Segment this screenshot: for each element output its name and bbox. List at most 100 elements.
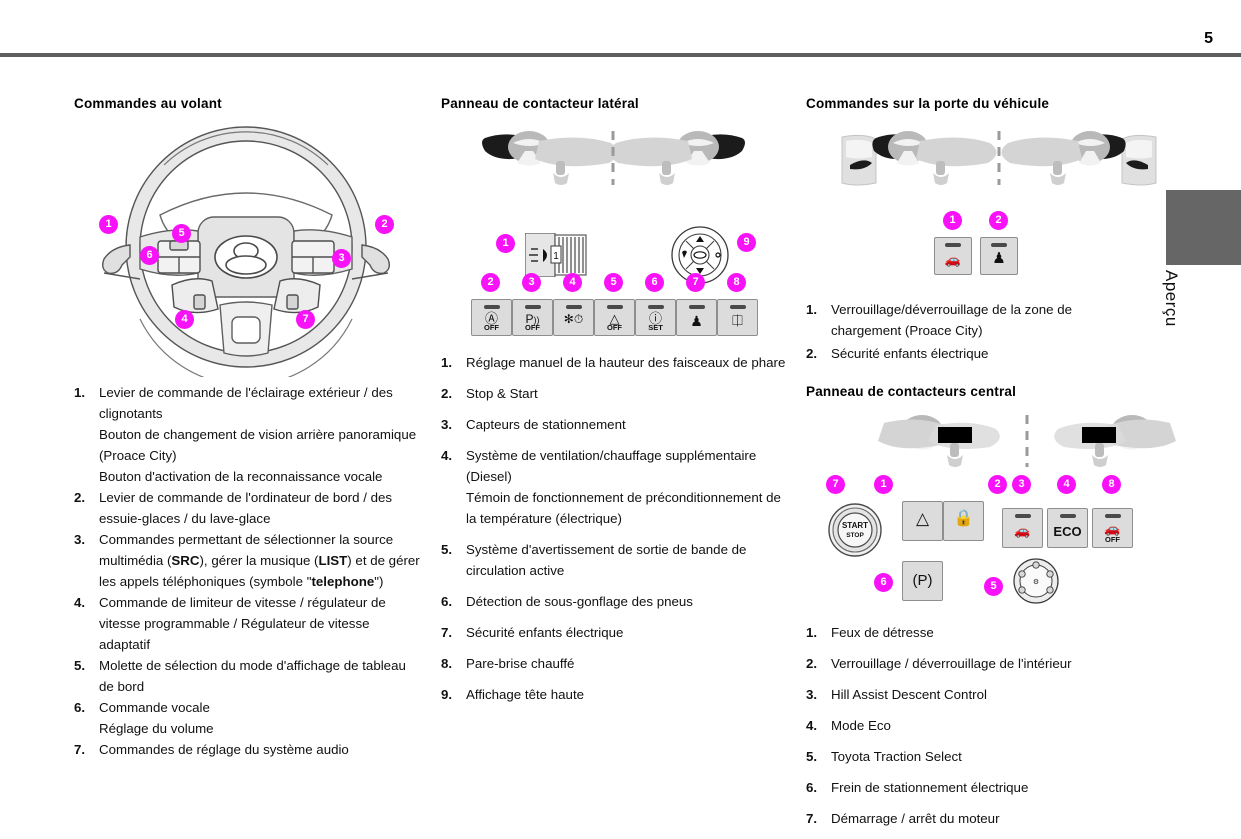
- section-title-steering-wheel: Commandes au volant: [74, 96, 222, 111]
- callout-door-2[interactable]: 2: [989, 211, 1008, 230]
- list-item: 6. Commande vocale Réglage du volume: [74, 697, 424, 739]
- item-line: Commandes permettant de sélectionner la …: [99, 532, 420, 589]
- list-item: 7. Démarrage / arrêt du moteur: [806, 808, 1136, 829]
- callout-central-2[interactable]: 2: [988, 475, 1007, 494]
- switch-tyre-pressure[interactable]: ⓘ SET: [635, 299, 676, 336]
- item-line: Réglage manuel de la hauteur des faiscea…: [466, 355, 786, 370]
- list-item: 3. Hill Assist Descent Control: [806, 684, 1136, 705]
- item-number: 2.: [74, 490, 86, 505]
- callout-side-7[interactable]: 7: [686, 273, 705, 292]
- callout-side-6[interactable]: 6: [645, 273, 664, 292]
- list-item: 1. Levier de commande de l'éclairage ext…: [74, 382, 424, 487]
- callout-side-3[interactable]: 3: [522, 273, 541, 292]
- callout-central-4[interactable]: 4: [1057, 475, 1076, 494]
- start-stop-button[interactable]: START STOP: [828, 503, 882, 557]
- item-number: 9.: [441, 687, 453, 702]
- traction-select-dial-icon: ⚙: [1013, 558, 1059, 604]
- item-number: 3.: [806, 687, 818, 702]
- eco-mode-button[interactable]: ECO: [1047, 508, 1088, 548]
- item-line: Toyota Traction Select: [831, 749, 962, 764]
- item-number: 5.: [74, 658, 86, 673]
- switch-heated-windscreen[interactable]: ⎅: [717, 299, 758, 336]
- item-line: Verrouillage / déverrouillage de l'intér…: [831, 656, 1072, 671]
- switch-led: [1014, 514, 1031, 518]
- item-line: Affichage tête haute: [466, 687, 585, 702]
- central-switch-panel-diagram: START STOP 7 △ 1 🔒 2 🚗 3 ECO 4 �: [806, 413, 1176, 618]
- switch-caption: OFF: [525, 323, 540, 332]
- item-number: 6.: [441, 594, 453, 609]
- child-lock-icon: ♟: [690, 313, 703, 329]
- item-line: Commandes de réglage du système audio: [99, 742, 349, 757]
- item-number: 3.: [74, 532, 86, 547]
- callout-side-1[interactable]: 1: [496, 234, 515, 253]
- callout-steering-7[interactable]: 7: [296, 310, 315, 329]
- callout-side-4[interactable]: 4: [563, 273, 582, 292]
- column-steering-wheel-controls: Commandes au volant: [74, 96, 424, 760]
- hill-descent-button[interactable]: 🚗: [1002, 508, 1043, 548]
- switch-led: [524, 305, 541, 309]
- item-line: Bouton d'activation de la reconnaissance…: [99, 469, 383, 484]
- callout-steering-4[interactable]: 4: [175, 310, 194, 329]
- callout-steering-2[interactable]: 2: [375, 215, 394, 234]
- callout-central-5[interactable]: 5: [984, 577, 1003, 596]
- headlight-level-dial[interactable]: 1: [525, 233, 587, 277]
- traction-control-off-button[interactable]: 🚗 OFF: [1092, 508, 1133, 548]
- callout-door-1[interactable]: 1: [943, 211, 962, 230]
- park-brake-icon: (P): [912, 572, 933, 589]
- callout-central-1[interactable]: 1: [874, 475, 893, 494]
- list-item: 2. Levier de commande de l'ordinateur de…: [74, 487, 424, 529]
- switch-stop-start[interactable]: Ⓐ OFF: [471, 299, 512, 336]
- hud-controller[interactable]: [671, 226, 729, 284]
- padlock-icon: 🔒: [953, 510, 974, 527]
- callout-side-9[interactable]: 9: [737, 233, 756, 252]
- page-number: 5: [1204, 30, 1213, 47]
- switch-child-lock-door[interactable]: ♟: [980, 237, 1018, 275]
- hazard-lights-button[interactable]: △: [902, 501, 943, 541]
- switch-aux-heater[interactable]: ✻⏱: [553, 299, 594, 336]
- switch-led: [647, 305, 664, 309]
- chapter-tab-marker: [1166, 190, 1241, 265]
- lane-departure-icon: △: [609, 311, 620, 326]
- callout-central-7[interactable]: 7: [826, 475, 845, 494]
- eco-label: ECO: [1053, 524, 1082, 539]
- callout-steering-5[interactable]: 5: [172, 224, 191, 243]
- item-number: 6.: [806, 780, 818, 795]
- switch-parking-sensors[interactable]: P)) OFF: [512, 299, 553, 336]
- item-number: 1.: [806, 302, 818, 317]
- callout-central-8[interactable]: 8: [1102, 475, 1121, 494]
- hill-descent-icon: 🚗: [1014, 523, 1031, 538]
- traction-select-dial[interactable]: ⚙: [1012, 557, 1060, 605]
- switch-lane-departure[interactable]: △ OFF: [594, 299, 635, 336]
- item-line: Réglage du volume: [99, 721, 214, 736]
- list-item: 2. Verrouillage / déverrouillage de l'in…: [806, 653, 1136, 674]
- callout-side-8[interactable]: 8: [727, 273, 746, 292]
- callout-steering-3[interactable]: 3: [332, 249, 351, 268]
- parking-brake-button[interactable]: (P): [902, 561, 943, 601]
- list-item: 4. Commande de limiteur de vitesse / rég…: [74, 592, 424, 655]
- dashboard-silhouette-pair: [482, 131, 745, 185]
- switch-caption: OFF: [1105, 535, 1120, 544]
- list-item: 7. Sécurité enfants électrique: [441, 622, 786, 643]
- switch-cargo-lock[interactable]: 🚗: [934, 237, 972, 275]
- callout-central-3[interactable]: 3: [1012, 475, 1031, 494]
- list-item: 9. Affichage tête haute: [441, 684, 786, 705]
- item-number: 1.: [74, 385, 86, 400]
- switch-child-lock[interactable]: ♟: [676, 299, 717, 336]
- svg-text:1: 1: [553, 251, 559, 262]
- interior-lock-button[interactable]: 🔒: [943, 501, 984, 541]
- headlight-dial-icon: 1: [525, 233, 587, 277]
- callout-steering-1[interactable]: 1: [99, 215, 118, 234]
- tyre-pressure-icon: ⓘ: [648, 311, 662, 326]
- start-label: START: [841, 521, 869, 530]
- item-number: 4.: [441, 448, 453, 463]
- callout-side-5[interactable]: 5: [604, 273, 623, 292]
- callout-side-2[interactable]: 2: [481, 273, 500, 292]
- item-line: Commande vocale: [99, 700, 210, 715]
- header-rule: [0, 53, 1241, 57]
- item-number: 7.: [441, 625, 453, 640]
- switch-led: [483, 305, 500, 309]
- list-door-controls: 1. Verrouillage/déverrouillage de la zon…: [806, 299, 1136, 364]
- item-line: Système de ventilation/chauffage supplém…: [466, 448, 757, 484]
- callout-central-6[interactable]: 6: [874, 573, 893, 592]
- callout-steering-6[interactable]: 6: [140, 246, 159, 265]
